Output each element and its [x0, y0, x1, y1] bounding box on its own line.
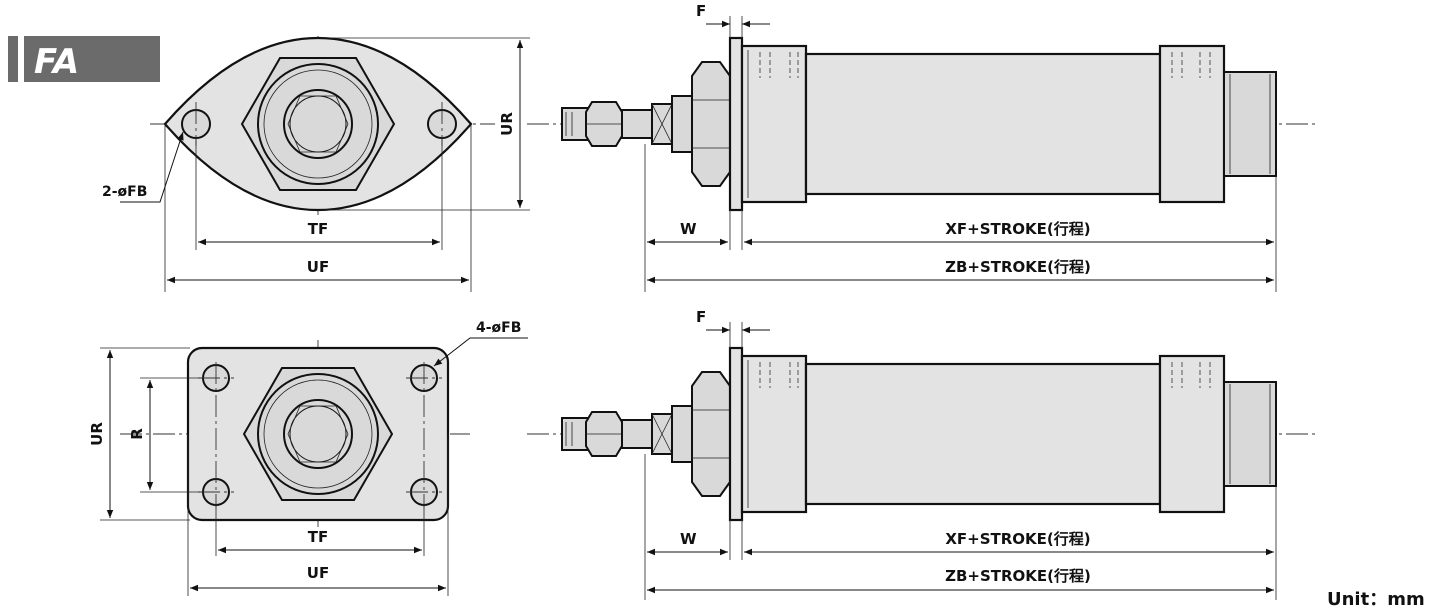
top-f-label: F — [696, 2, 706, 20]
top-front-view: UR TF UF 2-øFB — [102, 36, 530, 292]
top-zb-label: ZB+STROKE(行程) — [945, 258, 1091, 276]
top-uf-label: UF — [307, 258, 329, 276]
bottom-hole-note: 4-øFB — [476, 320, 521, 336]
bottom-xf-label: XF+STROKE(行程) — [945, 530, 1090, 548]
bottom-zb-label: ZB+STROKE(行程) — [945, 567, 1091, 585]
fa-badge: FA — [8, 36, 160, 82]
top-w-label: W — [680, 220, 697, 238]
bottom-w-label: W — [680, 530, 697, 548]
badge-label: FA — [34, 42, 79, 82]
bottom-side-view: F W XF+STROKE(行程) ZB+STROKE(行程) — [527, 308, 1318, 600]
top-hole-note: 2-øFB — [102, 184, 147, 200]
bottom-ur-label: UR — [88, 422, 106, 446]
top-ur-label: UR — [498, 112, 516, 136]
bottom-r-label: R — [128, 428, 146, 440]
unit-label: Unit：mm — [1327, 589, 1425, 610]
top-xf-label: XF+STROKE(行程) — [945, 220, 1090, 238]
top-tf-label: TF — [308, 220, 328, 238]
bottom-uf-label: UF — [307, 564, 329, 582]
top-side-view: F W XF+STROKE(行程) ZB+STROKE(行程) — [527, 2, 1318, 292]
bottom-f-label: F — [696, 308, 706, 326]
bottom-tf-label: TF — [308, 528, 328, 546]
bottom-front-view: UR R TF UF 4-øFB — [88, 320, 528, 596]
